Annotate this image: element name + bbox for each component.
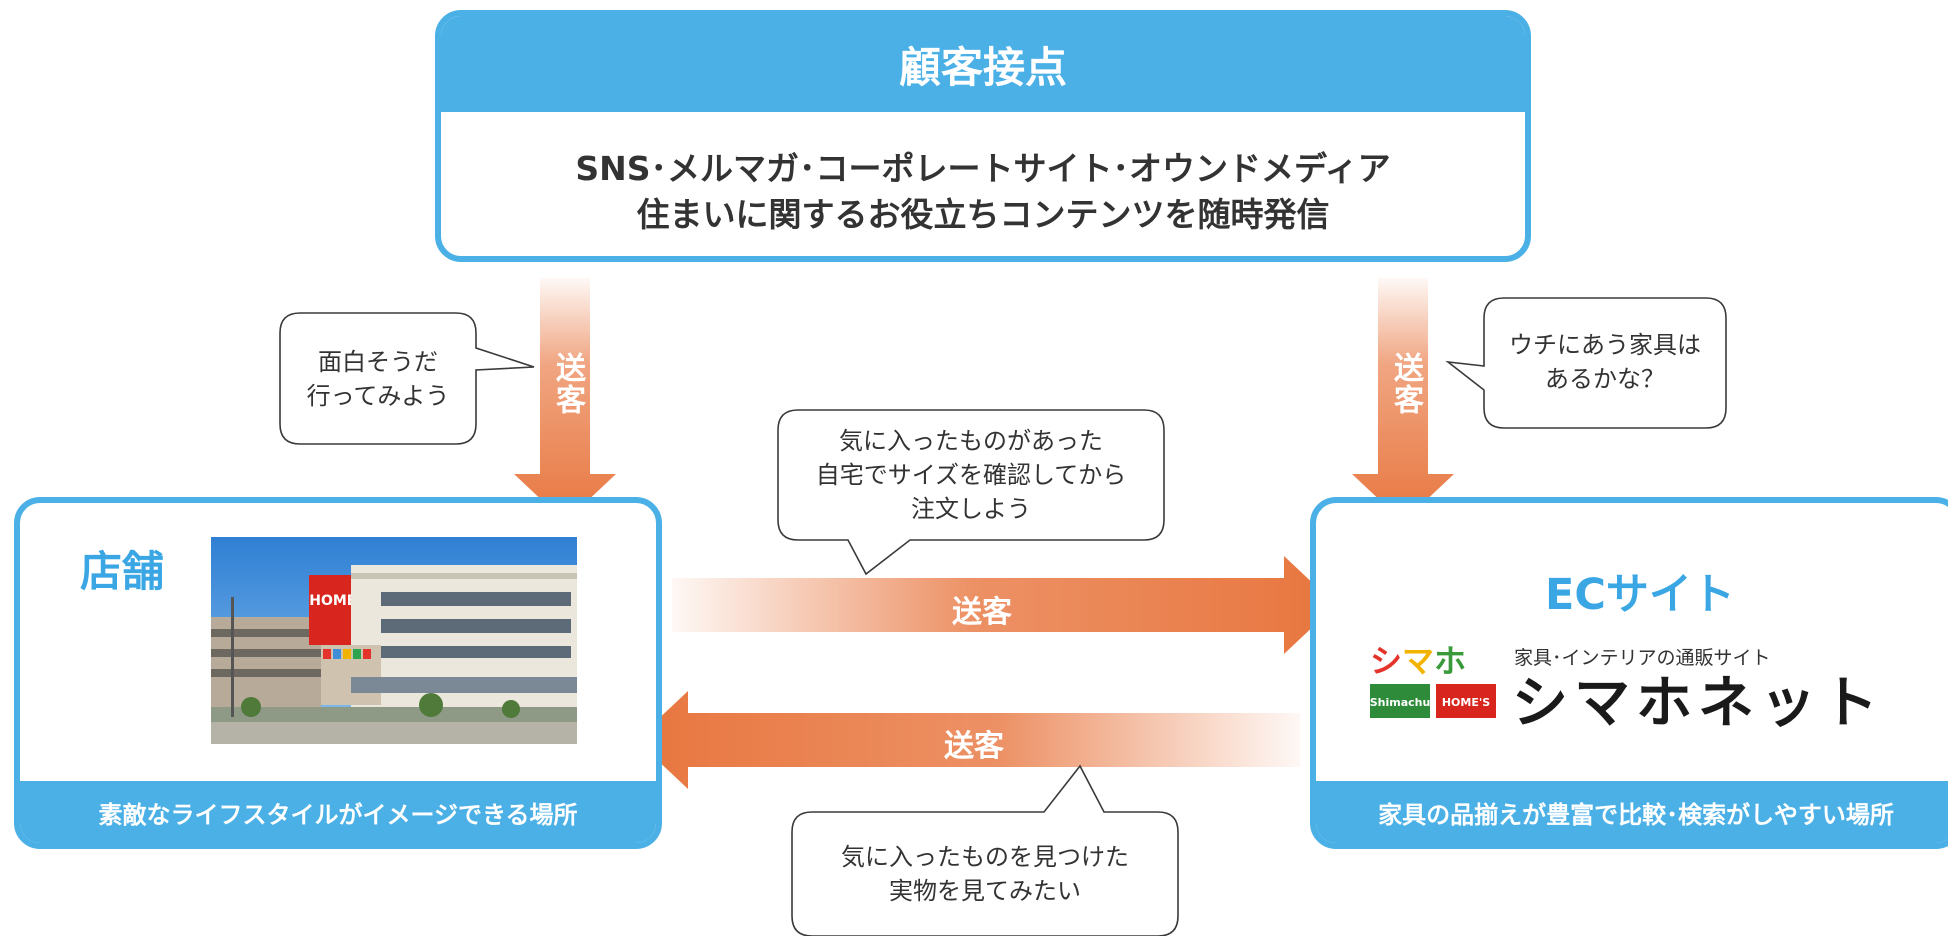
arrow-right-to-ec <box>672 556 1336 654</box>
bubble-center-top-line3: 注文しよう <box>911 495 1031 523</box>
logo-mark: シマホ <box>1370 642 1466 680</box>
ec-site-footer: 家具の品揃えが豊富で比較･検索がしやすい場所 <box>1316 781 1948 843</box>
ec-site-title: ECサイト <box>1545 570 1735 620</box>
arrow-down-left <box>514 278 616 522</box>
logo-badge-left: Shimachu <box>1370 696 1430 709</box>
bubble-center-bottom: 気に入ったものを見つけた 実物を見てみたい <box>792 840 1178 908</box>
arrow-to-ec-label: 送客 <box>952 595 1012 630</box>
bubble-center-bottom-line2: 実物を見てみたい <box>889 877 1081 905</box>
arrow-down-right <box>1352 278 1454 522</box>
customer-touchpoint-panel: 顧客接点 SNS･メルマガ･コーポレートサイト･オウンドメディア 住まいに関する… <box>435 10 1531 262</box>
bubble-left-top-line2: 行ってみよう <box>306 382 450 410</box>
bubble-right-top-shape <box>1445 297 1727 429</box>
channels-text: SNS･メルマガ･コーポレートサイト･オウンドメディア <box>575 149 1391 188</box>
store-title: 店舗 <box>80 547 165 596</box>
arrow-right-vertical-label: 送客 <box>1388 352 1423 416</box>
bubble-right-top-line1: ウチにあう家具は <box>1509 331 1701 359</box>
arrow-left-to-store <box>636 691 1300 789</box>
store-footer: 素敵なライフスタイルがイメージできる場所 <box>20 781 656 843</box>
customer-touchpoint-body: SNS･メルマガ･コーポレートサイト･オウンドメディア 住まいに関するお役立ちコ… <box>441 112 1525 238</box>
bubble-right-top: ウチにあう家具は あるかな？ <box>1484 328 1726 396</box>
ec-site-panel: 家具の品揃えが豊富で比較･検索がしやすい場所 <box>1310 497 1948 849</box>
bubble-left-top: 面白そうだ 行ってみよう <box>280 345 476 413</box>
bubble-center-bottom-line1: 気に入ったものを見つけた <box>841 843 1129 871</box>
store-photo: HOME'S <box>211 537 577 744</box>
bubble-center-top-line1: 気に入ったものがあった <box>839 427 1103 455</box>
bubble-center-top-shape <box>777 409 1165 576</box>
bubble-right-top-line2: あるかな？ <box>1545 365 1665 393</box>
logo-tagline: 家具･インテリアの通販サイト <box>1514 647 1771 669</box>
arrow-left-vertical-label: 送客 <box>550 352 585 416</box>
customer-touchpoint-title: 顧客接点 <box>441 16 1525 112</box>
logo-badge-right: HOME'S <box>1442 696 1490 709</box>
content-text: 住まいに関するお役立ちコンテンツを随時発信 <box>636 195 1330 234</box>
bubble-center-top: 気に入ったものがあった 自宅でサイズを確認してから 注文しよう <box>778 424 1164 526</box>
bubble-left-top-line1: 面白そうだ <box>318 348 438 376</box>
logo-name: シマホネット <box>1512 671 1884 730</box>
bubble-center-top-line2: 自宅でサイズを確認してから <box>815 461 1127 489</box>
arrow-to-store-label: 送客 <box>944 729 1004 764</box>
bubble-left-top-shape <box>279 312 535 445</box>
shimaho-net-logo: シマホ Shimachu HOME'S 家具･インテリアの通販サイト シマホネッ… <box>1370 640 1890 736</box>
